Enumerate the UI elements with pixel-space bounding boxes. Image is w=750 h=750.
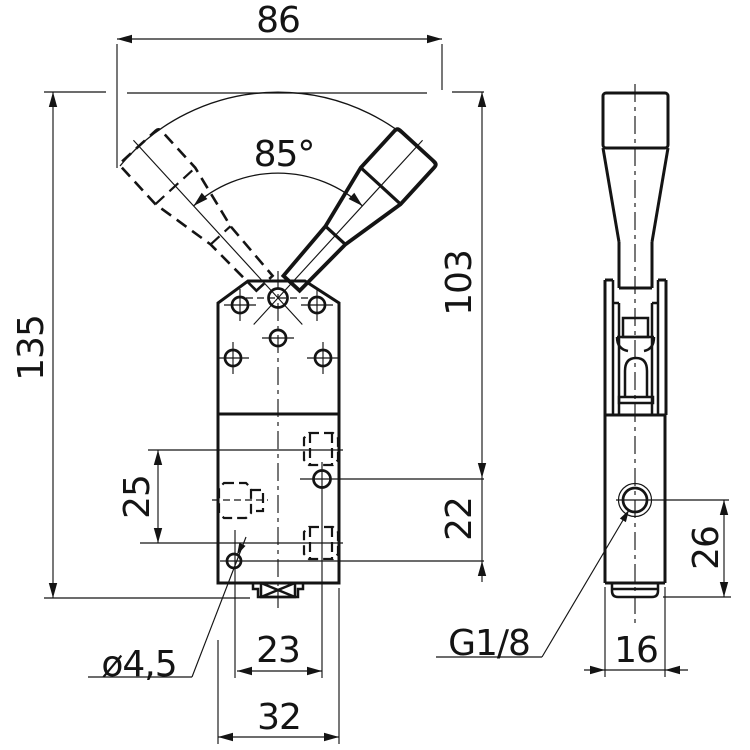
lever-outline — [280, 127, 438, 294]
lever-knob-line — [359, 166, 402, 206]
dim-arrow — [324, 732, 339, 742]
leader-arrow — [237, 542, 246, 555]
dim-label-32: 32 — [257, 697, 301, 738]
port-boss-outline — [217, 481, 253, 520]
leader-line — [541, 509, 630, 658]
dim-arrow — [153, 528, 163, 543]
handle-taper — [650, 147, 670, 243]
lever-phantom-axis — [132, 139, 303, 325]
dim-arrow — [477, 561, 487, 576]
dim-arrow — [237, 666, 252, 676]
handle-knob-side — [601, 91, 670, 150]
dim-arrow — [117, 34, 132, 44]
dim-label-135: 135 — [11, 315, 52, 381]
lever-phantom-outline — [119, 127, 275, 293]
dim-label-23: 23 — [256, 630, 300, 671]
dim-label-26: 26 — [686, 526, 727, 570]
bottom-fitting-side — [610, 583, 660, 599]
dim-arrow — [307, 666, 322, 676]
plunger-neck — [615, 336, 629, 353]
dim-label-hole-dia: ø4,5 — [101, 644, 176, 685]
hidden-port-left — [212, 481, 268, 520]
dim-label-22: 22 — [439, 497, 480, 541]
dim-label-16: 16 — [614, 630, 658, 671]
dim-arrow — [48, 583, 58, 598]
dimensions: 86 85° 135 103 22 25 23 32 — [11, 0, 731, 744]
roller-base — [617, 395, 655, 405]
exhaust-x-line — [260, 581, 296, 599]
dim-arrow — [665, 665, 680, 675]
lever-joint-line — [324, 225, 347, 246]
lever-phantom-knob-line — [154, 166, 196, 205]
angle-arc-arrow-left — [193, 192, 208, 206]
angle-arc — [193, 172, 363, 207]
dim-arrow — [477, 463, 487, 478]
dim-arrow — [719, 500, 729, 515]
dim-arrow — [153, 450, 163, 465]
lever-axis — [253, 139, 424, 325]
front-view — [44, 91, 484, 678]
dim-arrow — [590, 665, 605, 675]
lever-phantom-joint — [209, 225, 232, 246]
dim-label-103: 103 — [439, 250, 480, 316]
dim-label-25: 25 — [117, 475, 158, 519]
leader-arrow — [619, 510, 629, 523]
hidden-port-top-right — [302, 431, 340, 467]
dim-label-86: 86 — [256, 0, 300, 41]
plunger-neck — [643, 336, 656, 353]
angle-arc-arrow-right — [348, 192, 363, 206]
valve-body-front — [216, 279, 341, 585]
lever-phantom — [119, 127, 303, 325]
dim-label-85deg: 85° — [254, 134, 315, 175]
dim-arrow — [427, 34, 442, 44]
lever-solid — [253, 127, 438, 325]
roller-dome — [623, 356, 649, 397]
side-view — [601, 84, 729, 626]
leader-line — [191, 536, 247, 678]
handle-taper — [601, 147, 621, 243]
dim-arrow — [719, 582, 729, 597]
dim-arrow — [48, 92, 58, 107]
exhaust-box — [259, 581, 297, 599]
dim-arrow — [477, 92, 487, 107]
dim-label-thread: G1/8 — [448, 623, 530, 664]
dim-arrow — [218, 732, 233, 742]
